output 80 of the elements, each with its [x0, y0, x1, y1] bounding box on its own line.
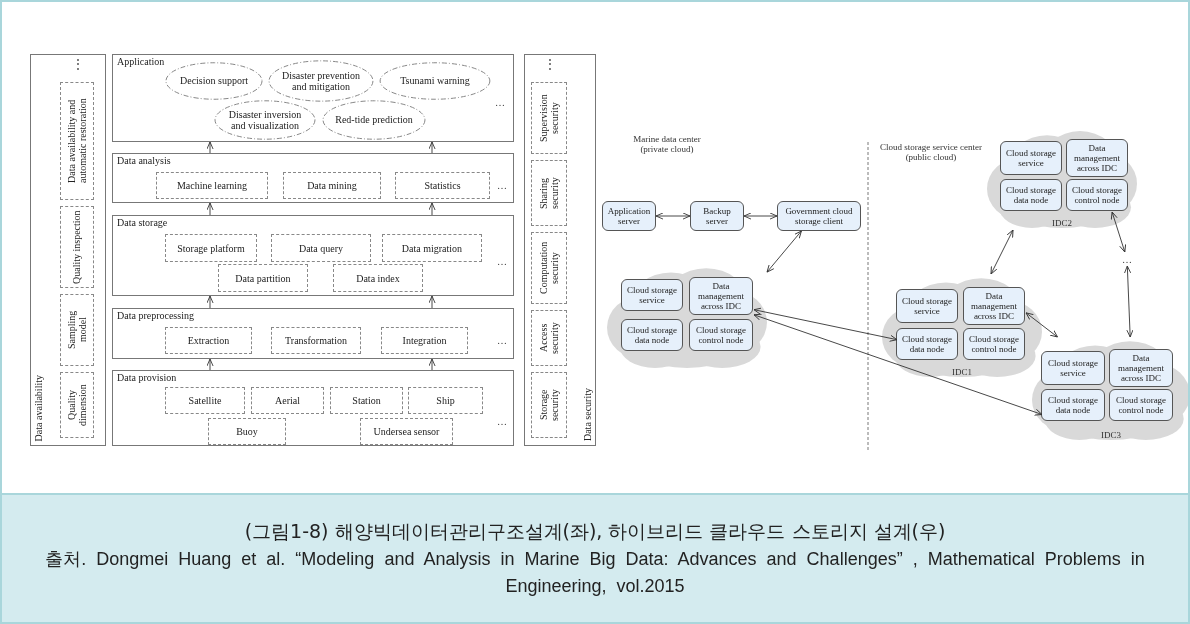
layer-panel: [112, 308, 514, 359]
function-ellipse: Disaster prevention and mitigation: [268, 60, 374, 102]
aspect-box: Storage security: [531, 372, 567, 438]
service-box: Cloud storage service: [621, 279, 683, 311]
component-box: Data partition: [218, 264, 308, 292]
service-box: Backup server: [690, 201, 744, 231]
ellipsis-mark: ⋮: [544, 58, 554, 73]
cloud-label: IDC1: [952, 367, 972, 377]
component-box: Ship: [408, 387, 483, 414]
service-box: Government cloud storage client: [777, 201, 861, 231]
service-box: Application server: [602, 201, 656, 231]
component-box: Data mining: [283, 172, 381, 199]
service-box: Cloud storage control node: [689, 319, 753, 351]
service-box: Data management across IDC: [1066, 139, 1128, 177]
layer-title: Data storage: [117, 217, 168, 228]
layer-panel: [112, 370, 514, 446]
aspect-box: Quality dimension: [60, 372, 94, 438]
ellipsis-mark: ⋮: [72, 58, 82, 73]
component-box: Data query: [271, 234, 371, 262]
function-ellipse: Disaster inversion and visualization: [214, 100, 316, 140]
component-box: Transformation: [271, 327, 361, 354]
caption-text: (그림1-8) 해양빅데이터관리구조설계(좌), 하이브리드 클라우드 스토리지 설계(우): [244, 519, 946, 545]
layer-title: Data provision: [117, 372, 177, 383]
aspect-box: Access security: [531, 310, 567, 366]
ellipsis-mark: …: [496, 335, 508, 347]
ellipsis-mark: …: [496, 180, 508, 192]
service-box: Cloud storage data node: [621, 319, 683, 351]
component-box: Satellite: [165, 387, 245, 414]
service-box: Cloud storage service: [1000, 141, 1062, 175]
component-box: Machine learning: [156, 172, 268, 199]
service-box: Cloud storage control node: [963, 328, 1025, 360]
component-box: Data migration: [382, 234, 482, 262]
component-box: Data index: [333, 264, 423, 292]
side-panel: [30, 54, 106, 446]
service-box: Cloud storage data node: [1041, 389, 1105, 421]
component-box: Extraction: [165, 327, 252, 354]
service-box: Cloud storage data node: [896, 328, 958, 360]
component-box: Station: [330, 387, 403, 414]
source-text: 출처. Dongmei Huang et al. “Modeling and Analysis in Marine Big Data: Advances and Challenges” , Mathematical Problems in Engineering, vol.2015: [44, 547, 1146, 598]
service-box: Data management across IDC: [963, 287, 1025, 325]
component-box: Undersea sensor: [360, 418, 453, 445]
function-ellipse: Red-tide prediction: [322, 100, 426, 140]
service-box: Cloud storage data node: [1000, 179, 1062, 211]
ellipsis-mark: …: [1117, 252, 1137, 266]
arrow: [990, 229, 1014, 275]
section-label: Marine data center (private cloud): [632, 134, 702, 157]
service-box: Data management across IDC: [689, 277, 753, 315]
cloud-label: IDC2: [1052, 218, 1072, 228]
aspect-box: Supervision security: [531, 82, 567, 154]
cloud-label: IDC3: [1101, 430, 1121, 440]
service-box: Data management across IDC: [1109, 349, 1173, 387]
component-box: Storage platform: [165, 234, 257, 262]
layer-panel: [112, 54, 514, 142]
panel-title: Data availability: [33, 374, 44, 441]
aspect-box: Sharing security: [531, 160, 567, 226]
service-box: Cloud storage service: [1041, 351, 1105, 385]
function-ellipse: Tsunami warning: [379, 62, 491, 100]
aspect-box: Data availability and automatic restoration: [60, 82, 94, 200]
aspect-box: Computation security: [531, 232, 567, 304]
service-box: Cloud storage service: [896, 289, 958, 323]
layer-title: Data preprocessing: [117, 310, 194, 321]
service-box: Cloud storage control node: [1066, 179, 1128, 211]
panel-title: Data security: [582, 387, 593, 441]
component-box: Statistics: [395, 172, 490, 199]
aspect-box: Quality inspection: [60, 206, 94, 288]
section-label: Cloud storage service center (public cloud): [878, 142, 984, 165]
component-box: Buoy: [208, 418, 286, 445]
ellipsis-mark: …: [496, 416, 508, 428]
component-box: Aerial: [251, 387, 324, 414]
layer-panel: [112, 153, 514, 203]
side-panel: [524, 54, 596, 446]
layer-title: Application: [117, 56, 165, 67]
layer-panel: [112, 215, 514, 296]
layer-title: Data analysis: [117, 155, 171, 166]
component-box: Integration: [381, 327, 468, 354]
ellipsis-mark: …: [494, 97, 506, 109]
ellipsis-mark: …: [496, 256, 508, 268]
service-box: Cloud storage control node: [1109, 389, 1173, 421]
function-ellipse: Decision support: [165, 62, 263, 100]
aspect-box: Sampling model: [60, 294, 94, 366]
